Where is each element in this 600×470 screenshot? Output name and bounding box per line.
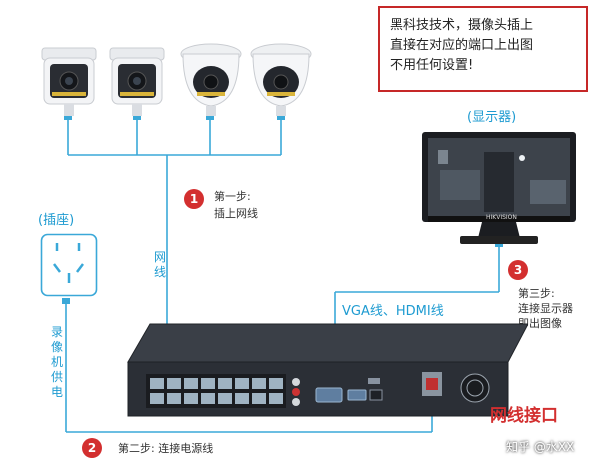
dome-camera-2 bbox=[250, 43, 312, 116]
power-socket-icon bbox=[40, 233, 98, 297]
monitor-brand: HIKVISION bbox=[486, 214, 517, 221]
network-port-label: 网线接口 bbox=[490, 406, 558, 426]
note-box: 黑科技技术，摄像头插上 直接在对应的端口上出图 不用任何设置! bbox=[378, 6, 588, 92]
power-cable-label: 录像机供电 bbox=[50, 325, 63, 399]
bullet-camera-1 bbox=[41, 47, 97, 116]
step-3-desc-2: 即出图像 bbox=[518, 317, 562, 330]
step-1-title: 第一步: bbox=[214, 190, 251, 203]
step-3-desc: 连接显示器 bbox=[518, 302, 573, 315]
step-2-title: 第二步: 连接电源线 bbox=[118, 442, 214, 455]
watermark: 知乎 @水XX bbox=[506, 440, 575, 454]
note-line-2: 直接在对应的端口上出图 bbox=[390, 38, 534, 53]
video-cable-label: VGA线、HDMI线 bbox=[342, 304, 444, 319]
note-line-1: 黑科技技术，摄像头插上 bbox=[390, 18, 534, 33]
monitor-icon bbox=[422, 132, 576, 244]
step-2-marker: 2 bbox=[82, 438, 102, 458]
note-line-3: 不用任何设置! bbox=[390, 58, 474, 73]
bullet-camera-2 bbox=[109, 47, 165, 116]
monitor-label: (显示器) bbox=[467, 110, 517, 125]
network-cable-label: 网线 bbox=[153, 250, 166, 279]
step-1-desc: 插上网线 bbox=[214, 207, 258, 220]
step-1-marker: 1 bbox=[184, 189, 204, 209]
step-3-title: 第三步: bbox=[518, 287, 555, 300]
dome-camera-1 bbox=[180, 43, 242, 116]
socket-label: (插座) bbox=[38, 213, 75, 228]
step-3-marker: 3 bbox=[508, 260, 528, 280]
nvr-device-icon bbox=[127, 323, 528, 417]
